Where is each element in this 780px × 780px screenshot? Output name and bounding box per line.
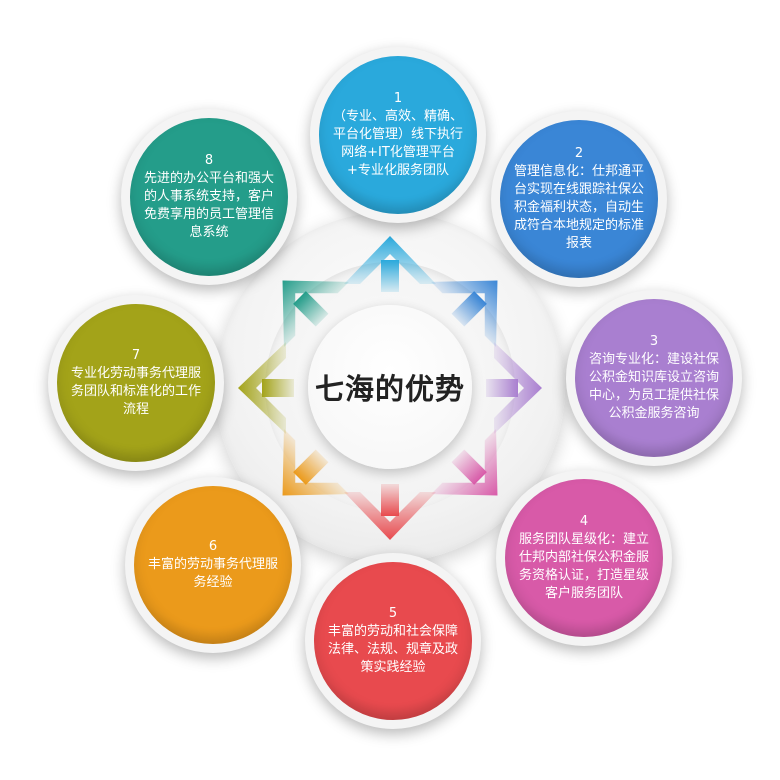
arrow-left-icon (238, 342, 294, 434)
node-8-text: 先进的办公平台和强大的人事系统支持，客户免费享用的员工管理信息系统 (144, 171, 275, 240)
node-2-disc: 2 管理信息化：仕邦通平台实现在线跟踪社保公积金福利状态，自动生成符合本地规定的… (500, 120, 658, 278)
arrow-down-icon (344, 484, 436, 540)
node-4-number: 4 (579, 514, 589, 529)
node-3: 3 咨询专业化：建设社保公积金知识库设立咨询中心，为员工提供社保公积金服务咨询 (566, 290, 742, 466)
node-1-number: 1 (393, 91, 403, 106)
arrow-down-right-icon (431, 429, 498, 496)
node-8: 8 先进的办公平台和强大的人事系统支持，客户免费享用的员工管理信息系统 (121, 109, 297, 285)
node-5-number: 5 (388, 606, 398, 621)
node-7-number: 7 (131, 348, 141, 363)
node-4-disc: 4 服务团队星级化：建立仕邦内部社保公积金服务资格认证，打造星级客户服务团队 (505, 479, 663, 637)
node-5-disc: 5 丰富的劳动和社会保障法律、法规、规章及政策实践经验 (314, 562, 472, 720)
node-8-disc: 8 先进的办公平台和强大的人事系统支持，客户免费享用的员工管理信息系统 (130, 118, 288, 276)
node-3-disc: 3 咨询专业化：建设社保公积金知识库设立咨询中心，为员工提供社保公积金服务咨询 (575, 299, 733, 457)
node-2-number: 2 (574, 146, 584, 161)
node-1-disc: 1 （专业、高效、精确、平台化管理）线下执行网络+IT化管理平台+专业化服务团队 (319, 56, 477, 214)
node-7: 7 专业化劳动事务代理服务团队和标准化的工作流程 (48, 295, 224, 471)
arrow-up-left-icon (282, 280, 349, 347)
node-7-text: 专业化劳动事务代理服务团队和标准化的工作流程 (71, 366, 202, 417)
node-5: 5 丰富的劳动和社会保障法律、法规、规章及政策实践经验 (305, 553, 481, 729)
arrow-down-left-icon (282, 429, 349, 496)
arrow-up-icon (344, 236, 436, 292)
center-circle: 七海的优势 (308, 305, 472, 469)
node-1-text: （专业、高效、精确、平台化管理）线下执行网络+IT化管理平台+专业化服务团队 (333, 109, 464, 178)
node-6-text: 丰富的劳动事务代理服务经验 (148, 557, 279, 590)
node-8-number: 8 (204, 153, 214, 168)
node-6-number: 6 (208, 539, 218, 554)
node-1: 1 （专业、高效、精确、平台化管理）线下执行网络+IT化管理平台+专业化服务团队 (310, 47, 486, 223)
node-7-disc: 7 专业化劳动事务代理服务团队和标准化的工作流程 (57, 304, 215, 462)
node-6: 6 丰富的劳动事务代理服务经验 (125, 477, 301, 653)
arrow-up-right-icon (431, 280, 498, 347)
node-4-text: 服务团队星级化：建立仕邦内部社保公积金服务资格认证，打造星级客户服务团队 (519, 532, 650, 601)
node-6-disc: 6 丰富的劳动事务代理服务经验 (134, 486, 292, 644)
node-3-number: 3 (649, 334, 659, 349)
node-4: 4 服务团队星级化：建立仕邦内部社保公积金服务资格认证，打造星级客户服务团队 (496, 470, 672, 646)
center-title: 七海的优势 (314, 372, 465, 406)
node-3-text: 咨询专业化：建设社保公积金知识库设立咨询中心，为员工提供社保公积金服务咨询 (589, 352, 720, 421)
node-2-text: 管理信息化：仕邦通平台实现在线跟踪社保公积金福利状态，自动生成符合本地规定的标准… (514, 164, 645, 251)
node-2: 2 管理信息化：仕邦通平台实现在线跟踪社保公积金福利状态，自动生成符合本地规定的… (491, 111, 667, 287)
arrow-right-icon (486, 342, 542, 434)
node-5-text: 丰富的劳动和社会保障法律、法规、规章及政策实践经验 (328, 624, 459, 675)
